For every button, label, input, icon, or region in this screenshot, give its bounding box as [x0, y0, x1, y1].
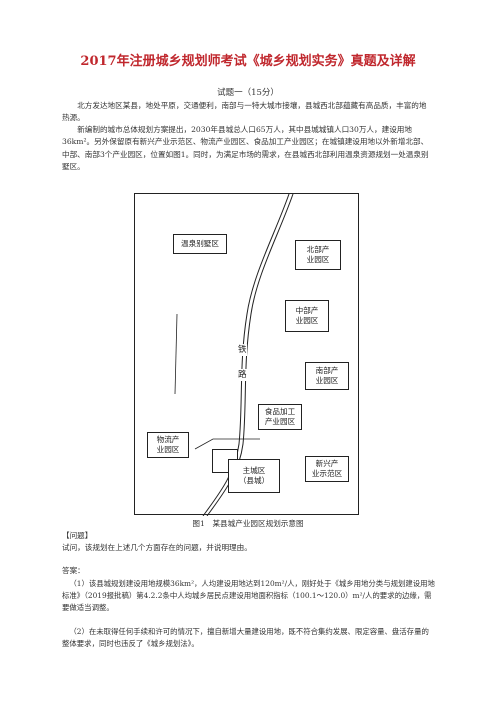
figure-map: 温泉别墅区 北部产 业园区 中部产 业园区 铁 路 南部产 业园区 食品加工 产… — [134, 193, 359, 516]
road-left — [174, 313, 178, 395]
zone-main-label-2: （县城） — [238, 476, 270, 485]
paragraph-2: 新编制的城市总体规划方案提出，2030年县城总人口65万人，其中县城城镇人口30… — [62, 125, 429, 172]
zone-north-label-1: 北部产 — [306, 245, 330, 254]
zone-main-city: 主城区 （县城） — [228, 459, 280, 493]
zone-north: 北部产 业园区 — [295, 240, 341, 270]
zone-newind-label-2: 业示范区 — [311, 469, 343, 478]
question-subtitle: 试题一（15分） — [217, 88, 279, 98]
zone-newind-label-1: 新兴产 — [315, 459, 339, 468]
paragraph-1: 北方发达地区某县，地处平原，交通便利，南部与一特大城市接壤，县城西北部蕴藏有高品… — [62, 101, 427, 123]
zone-north-label-2: 业园区 — [306, 255, 330, 264]
railway-label-1: 铁 — [238, 344, 247, 356]
answer-heading: 答案： — [62, 566, 85, 575]
zone-south-label-1: 南部产 — [315, 366, 339, 375]
zone-logistics-label-1: 物流产 — [156, 435, 180, 444]
zone-hot-spring: 温泉别墅区 — [173, 234, 227, 254]
zone-south-label-2: 业园区 — [315, 376, 339, 385]
zone-middle-label-2: 业园区 — [295, 316, 319, 325]
answer-2: （2）在未取得任何手续和许可的情况下，擅自新增大量建设用地，既不符合集约发展、限… — [62, 627, 429, 648]
zone-new-industry: 新兴产 业示范区 — [305, 456, 349, 482]
zone-middle-label-1: 中部产 — [295, 306, 319, 315]
zone-food-label-2: 产业园区 — [264, 417, 296, 426]
document-title: 2017年注册城乡规划师考试《城乡规划实务》真题及详解 — [80, 54, 416, 69]
figure-caption: 图1 某县城产业园区规划示意图 — [192, 519, 304, 528]
answer-1: （1）该县城规划建设用地规模36km²，人均建设用地达到120m²/人，刚好处于… — [62, 579, 435, 612]
zone-main-label-1: 主城区 — [242, 466, 266, 475]
question-text: 试问，该规划在上述几个方面存在的问题，并说明理由。 — [62, 543, 252, 552]
zone-hot-spring-label: 温泉别墅区 — [181, 239, 219, 248]
zone-food-label-1: 食品加工 — [264, 407, 296, 416]
zone-logistics: 物流产 业园区 — [147, 432, 189, 458]
zone-middle: 中部产 业园区 — [285, 300, 329, 332]
zone-logistics-label-2: 业园区 — [156, 445, 180, 454]
railway-label-2: 路 — [238, 369, 247, 381]
zone-south: 南部产 业园区 — [305, 362, 349, 390]
question-heading: 【问题】 — [62, 531, 93, 540]
zone-food: 食品加工 产业园区 — [258, 404, 302, 430]
road-bottom — [194, 438, 260, 450]
